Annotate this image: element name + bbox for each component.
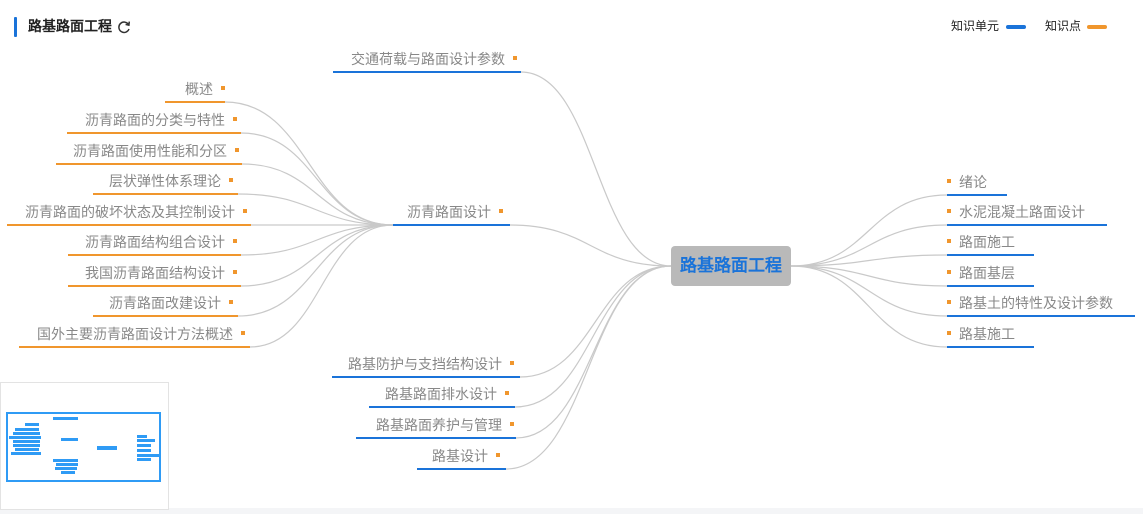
connector-line xyxy=(249,224,394,348)
underline xyxy=(67,132,241,134)
node-unit-base-course[interactable]: 路面基层 xyxy=(947,265,1015,283)
minimap-viewport-left xyxy=(6,412,8,482)
node-unit-subgrade-construction[interactable]: 路基施工 xyxy=(947,326,1015,344)
connector-line xyxy=(241,163,394,226)
underline xyxy=(947,315,1135,317)
root-node[interactable]: 路基路面工程 xyxy=(671,246,791,286)
connector-line xyxy=(790,265,948,317)
underline xyxy=(7,224,251,226)
underline xyxy=(393,224,510,226)
underline xyxy=(947,194,1007,196)
minimap-block xyxy=(13,444,40,447)
minimap-viewport-top xyxy=(6,412,161,414)
minimap-block xyxy=(61,471,75,474)
underline xyxy=(947,285,1034,287)
legend-unit-swatch xyxy=(1006,25,1026,29)
underline xyxy=(56,163,242,165)
minimap-viewport-right xyxy=(159,412,161,482)
minimap-block xyxy=(11,452,41,455)
minimap-block xyxy=(13,432,40,435)
minimap-block xyxy=(15,428,39,431)
node-point-rebuild-design[interactable]: 沥青路面改建设计 xyxy=(109,295,233,313)
legend-unit-label: 知识单元 xyxy=(951,19,1000,33)
node-unit-concrete-design[interactable]: 水泥混凝土路面设计 xyxy=(947,204,1085,222)
node-point-foreign-methods[interactable]: 国外主要沥青路面设计方法概述 xyxy=(37,326,245,344)
minimap-block xyxy=(137,439,155,442)
legend-point-swatch xyxy=(1087,25,1107,29)
connector-line xyxy=(790,224,948,267)
minimap-block xyxy=(13,440,40,443)
node-point-classification[interactable]: 沥青路面的分类与特性 xyxy=(85,112,237,130)
node-unit-asphalt-design[interactable]: 沥青路面设计 xyxy=(407,204,503,222)
connector-line xyxy=(237,224,394,317)
connector-line xyxy=(237,193,394,226)
minimap-block xyxy=(53,459,78,462)
underline xyxy=(947,346,1034,348)
connector-line xyxy=(515,265,672,439)
underline xyxy=(356,437,516,439)
node-unit-traffic-load[interactable]: 交通荷载与路面设计参数 xyxy=(351,51,517,69)
node-unit-subgrade-design[interactable]: 路基设计 xyxy=(432,448,500,466)
node-unit-maintenance[interactable]: 路基路面养护与管理 xyxy=(376,417,514,435)
node-unit-pavement-construction[interactable]: 路面施工 xyxy=(947,234,1015,252)
node-unit-introduction[interactable]: 绪论 xyxy=(947,174,987,192)
minimap-block xyxy=(9,436,41,439)
minimap-block xyxy=(56,463,78,466)
underline xyxy=(417,468,506,470)
minimap-block xyxy=(55,467,77,470)
title-accent-bar xyxy=(14,17,17,37)
node-unit-protection[interactable]: 路基防护与支挡结构设计 xyxy=(348,356,514,374)
connector-line xyxy=(520,71,672,267)
minimap-block xyxy=(97,446,117,450)
minimap-block xyxy=(137,444,151,447)
connector-line xyxy=(790,254,948,267)
connector-line xyxy=(240,132,394,226)
minimap-block xyxy=(61,438,78,441)
underline xyxy=(332,376,520,378)
connector-line xyxy=(509,224,672,267)
legend-point-label: 知识点 xyxy=(1045,19,1082,33)
underline xyxy=(68,254,241,256)
minimap-block xyxy=(137,435,147,438)
minimap-block xyxy=(137,454,161,457)
minimap-block xyxy=(137,449,151,452)
minimap-block xyxy=(25,423,39,426)
underline xyxy=(333,71,521,73)
underline xyxy=(19,346,250,348)
connector-line xyxy=(519,265,672,378)
node-point-performance[interactable]: 沥青路面使用性能和分区 xyxy=(73,143,239,161)
node-point-china-structure[interactable]: 我国沥青路面结构设计 xyxy=(85,265,237,283)
minimap-block xyxy=(15,448,39,451)
connector-line xyxy=(240,224,394,287)
underline xyxy=(93,315,238,317)
underline xyxy=(947,254,1034,256)
underline xyxy=(947,224,1107,226)
refresh-icon[interactable] xyxy=(115,18,133,36)
minimap-viewport-bottom xyxy=(6,480,161,482)
connector-line xyxy=(505,265,672,470)
underline xyxy=(68,285,241,287)
minimap-block xyxy=(137,458,151,461)
underline xyxy=(369,406,515,408)
page-title: 路基路面工程 xyxy=(28,19,112,35)
node-unit-drainage[interactable]: 路基路面排水设计 xyxy=(385,386,509,404)
connector-line xyxy=(514,265,672,408)
node-point-structure-combination[interactable]: 沥青路面结构组合设计 xyxy=(85,234,237,252)
underline xyxy=(165,101,225,103)
node-point-failure-states[interactable]: 沥青路面的破坏状态及其控制设计 xyxy=(25,204,247,222)
node-point-layered-theory[interactable]: 层状弹性体系理论 xyxy=(109,173,233,191)
connector-line xyxy=(790,265,948,348)
node-point-overview[interactable]: 概述 xyxy=(185,81,225,99)
underline xyxy=(93,193,238,195)
minimap-block xyxy=(53,417,78,420)
connector-line xyxy=(790,194,948,267)
node-unit-soil-properties[interactable]: 路基土的特性及设计参数 xyxy=(947,295,1113,313)
connector-line xyxy=(240,224,394,256)
minimap[interactable] xyxy=(0,382,169,510)
connector-line xyxy=(790,265,948,287)
